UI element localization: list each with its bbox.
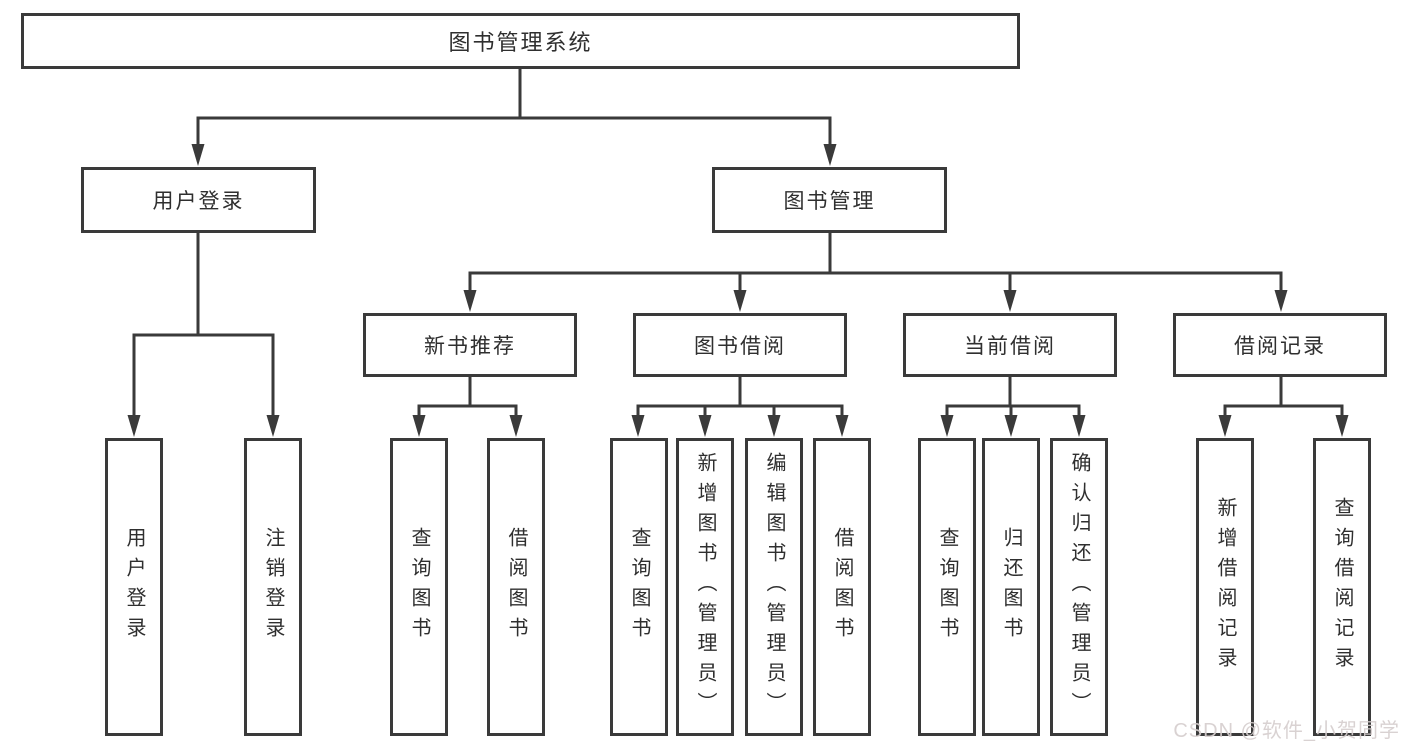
leaf-logout: 注销登录 <box>244 438 302 736</box>
leaf-logout-label: 注销登录 <box>262 527 284 647</box>
node-book-management: 图书管理 <box>712 167 947 233</box>
node-current-borrowing-label: 当前借阅 <box>964 335 1056 358</box>
leaf-user-login-label: 用户登录 <box>123 527 145 647</box>
leaf-user-login: 用户登录 <box>105 438 163 736</box>
leaf-borrow-books-recommend-label: 借阅图书 <box>505 527 527 647</box>
leaf-query-books-recommend-label: 查询图书 <box>408 527 430 647</box>
arrowheads <box>127 144 1349 437</box>
node-user-login-label: 用户登录 <box>152 190 245 213</box>
leaf-query-books-borrowing: 查询图书 <box>610 438 668 736</box>
node-current-borrowing: 当前借阅 <box>903 313 1117 377</box>
node-book-borrowing: 图书借阅 <box>633 313 847 377</box>
leaf-query-borrow-record-label: 查询借阅记录 <box>1331 497 1353 677</box>
node-new-book-recommend-label: 新书推荐 <box>424 335 516 358</box>
leaf-add-book-admin: 新增图书（管理员） <box>676 438 734 736</box>
leaf-edit-book-admin: 编辑图书（管理员） <box>745 438 803 736</box>
node-borrow-records: 借阅记录 <box>1173 313 1387 377</box>
node-borrow-records-label: 借阅记录 <box>1234 335 1326 358</box>
node-book-borrowing-label: 图书借阅 <box>694 335 786 358</box>
leaf-confirm-return-admin-label: 确认归还（管理员） <box>1068 452 1090 722</box>
node-user-login: 用户登录 <box>81 167 316 233</box>
leaf-confirm-return-admin: 确认归还（管理员） <box>1050 438 1108 736</box>
leaf-return-book-label: 归还图书 <box>1000 527 1022 647</box>
node-system-root-label: 图书管理系统 <box>448 30 593 55</box>
leaf-query-borrow-record: 查询借阅记录 <box>1313 438 1371 736</box>
leaf-add-borrow-record-label: 新增借阅记录 <box>1214 497 1236 677</box>
node-system-root: 图书管理系统 <box>21 13 1020 69</box>
leaf-borrow-books-recommend: 借阅图书 <box>487 438 545 736</box>
leaf-add-book-admin-label: 新增图书（管理员） <box>694 452 716 722</box>
leaf-add-borrow-record: 新增借阅记录 <box>1196 438 1254 736</box>
node-book-management-label: 图书管理 <box>783 190 876 213</box>
leaf-query-books-current: 查询图书 <box>918 438 976 736</box>
leaf-query-books-current-label: 查询图书 <box>936 527 958 647</box>
leaf-query-books-borrowing-label: 查询图书 <box>628 527 650 647</box>
leaf-return-book: 归还图书 <box>982 438 1040 736</box>
leaf-query-books-recommend: 查询图书 <box>390 438 448 736</box>
leaf-edit-book-admin-label: 编辑图书（管理员） <box>763 452 785 722</box>
watermark-text: CSDN @软件_小贺同学 <box>1173 720 1400 742</box>
leaf-borrow-books-borrowing-label: 借阅图书 <box>831 527 853 647</box>
node-new-book-recommend: 新书推荐 <box>363 313 577 377</box>
leaf-borrow-books-borrowing: 借阅图书 <box>813 438 871 736</box>
